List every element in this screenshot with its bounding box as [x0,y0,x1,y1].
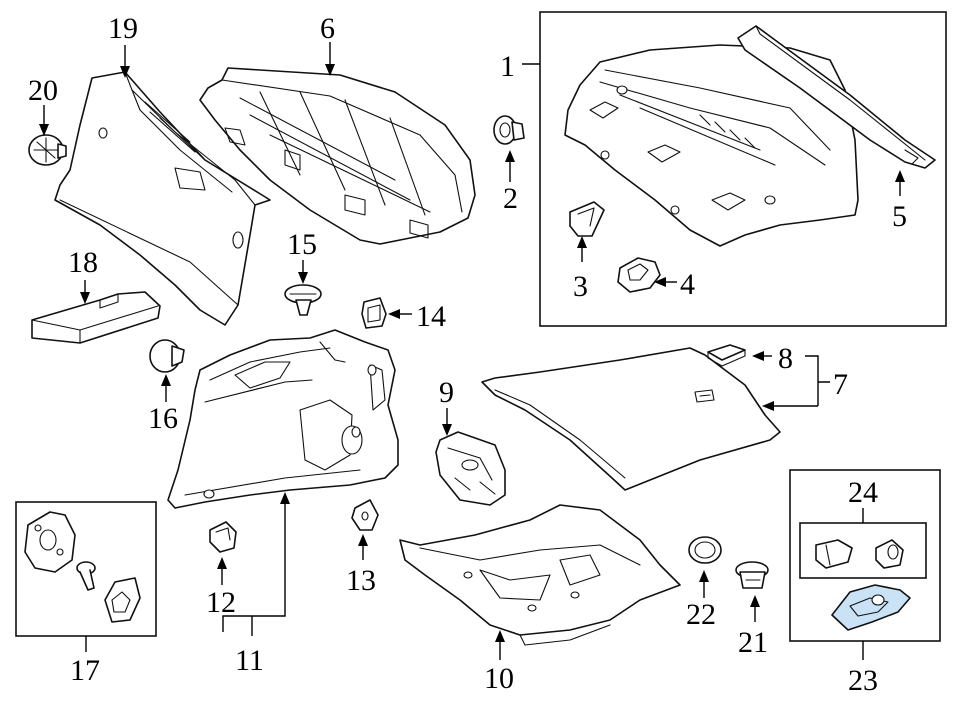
leaders [39,42,905,660]
part-21-plug [735,561,769,589]
part-22-grommet [688,536,722,564]
callout-16: 16 [148,402,178,435]
callout-11: 11 [235,644,264,677]
part-8-clip [707,344,746,367]
part-1-package-tray [564,44,859,247]
callout-10: 10 [484,662,514,695]
part-18-foam-block [31,291,161,344]
callout-7: 7 [833,368,848,401]
callout-2: 2 [503,182,518,215]
callout-19: 19 [108,12,138,45]
part-3-clip [569,201,605,237]
part-14-bracket-clip [361,297,387,329]
callout-18: 18 [68,246,98,279]
callout-21: 21 [738,626,768,659]
part-16-cap [149,339,185,373]
callout-9: 9 [439,376,454,409]
callout-8: 8 [778,342,793,375]
callout-1: 1 [500,50,515,83]
part-11-quarter-trim [167,329,399,509]
callout-5: 5 [892,200,907,233]
callout-13: 13 [346,564,376,597]
part-15-push-clip [284,284,322,316]
part-6-shelf-frame [199,67,476,245]
callout-15: 15 [287,228,317,261]
callout-4: 4 [680,268,695,301]
callout-14: 14 [416,300,446,333]
part-23-lamp-housing [831,584,911,631]
callout-24: 24 [848,476,878,509]
part-20-push-pin [28,134,67,166]
callout-6: 6 [320,12,335,45]
part-17-latch-set [24,511,141,623]
part-13-clip-nut [351,499,379,531]
callout-20: 20 [28,74,58,107]
part-4-cover [617,257,661,293]
callout-23: 23 [848,664,878,697]
part-10-floor-panel [399,504,681,646]
assembly-box-23 [789,469,941,642]
part-7-floor-mat [481,347,781,491]
callout-labels: 1 2 3 4 5 6 7 8 9 10 11 12 13 14 15 16 1… [28,12,907,697]
callout-17: 17 [70,654,100,687]
callout-22: 22 [686,598,716,631]
part-19-trim-panel [54,71,271,326]
part-9-bracket [435,431,506,506]
part-2-grommet [493,115,525,145]
part-5-trim-strip [737,25,936,169]
callout-3: 3 [573,270,588,303]
part-12-clip [209,521,237,553]
callout-12: 12 [206,586,236,619]
part-24-bulbs [815,539,904,569]
assembly-box-1 [539,11,947,327]
